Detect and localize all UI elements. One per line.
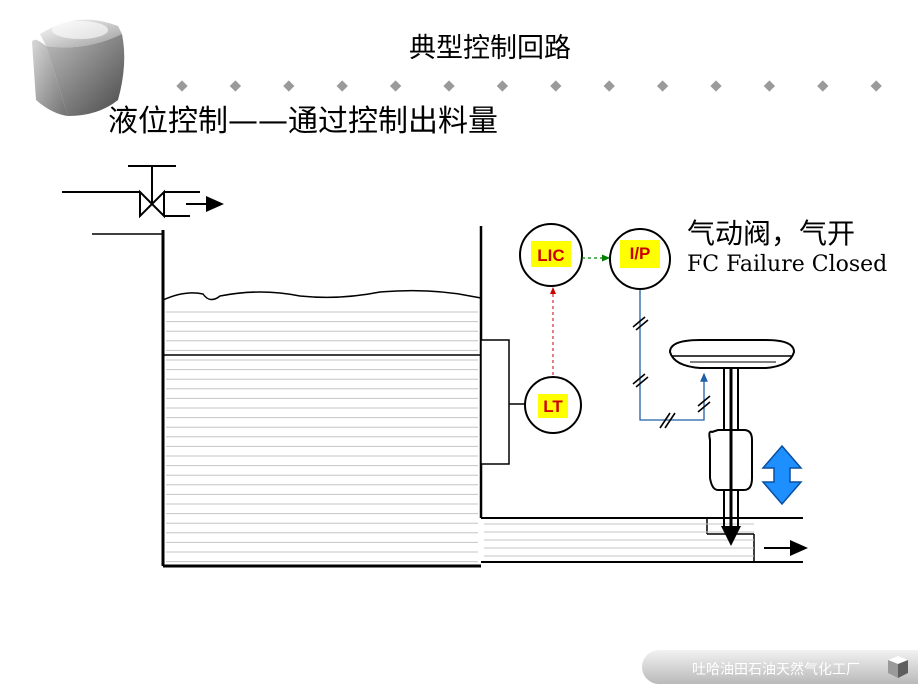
dot-divider xyxy=(176,80,882,92)
silver-cube-icon xyxy=(32,19,125,116)
lt-label: LT xyxy=(543,397,563,416)
tank xyxy=(161,226,530,568)
ip-label: I/P xyxy=(630,244,651,263)
inlet-valve-icon xyxy=(128,165,176,219)
small-cube-icon xyxy=(888,656,908,678)
valve-note-en: FC Failure Closed xyxy=(687,252,888,277)
lic-label: LIC xyxy=(537,246,564,265)
slide-subtitle: 液位控制——通过控制出料量 xyxy=(108,104,498,139)
lt-instrument: LT xyxy=(524,376,582,434)
page-title: 典型控制回路 xyxy=(409,33,571,64)
footer-banner: 吐哈油田石油天然气化工厂 xyxy=(642,650,918,684)
lic-instrument: LIC xyxy=(519,223,583,287)
stroke-direction-arrow-icon xyxy=(761,444,803,506)
inlet-pipe xyxy=(62,191,224,235)
footer-text: 吐哈油田石油天然气化工厂 xyxy=(692,662,860,678)
pneumatic-signal-line xyxy=(632,290,711,429)
valve-note-cn: 气动阀，气开 xyxy=(687,217,856,250)
outlet-pipe xyxy=(481,517,808,563)
control-valve-icon xyxy=(668,339,796,546)
ip-instrument: I/P xyxy=(609,228,671,290)
